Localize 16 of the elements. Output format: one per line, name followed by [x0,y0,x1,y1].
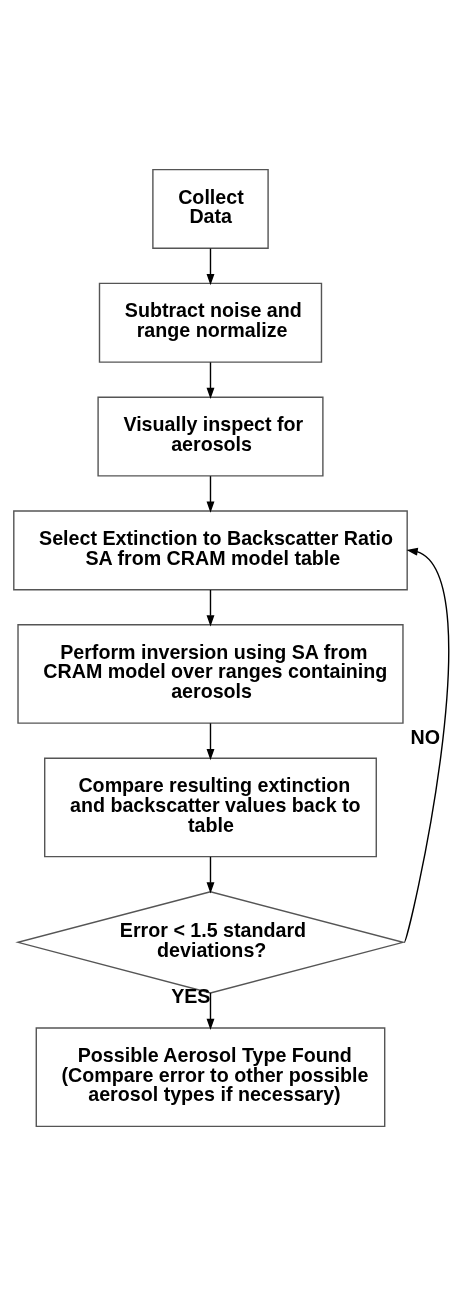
node-box: Visually inspect for aerosols [97,396,324,477]
node-box: Subtract noise and range normalize [98,282,323,363]
node-box: Perform inversion using SA from CRAM model over ranges containing aerosols [17,624,404,724]
node-box: Compare resulting extinction and backscatter values back to table [44,757,377,858]
arrow [206,361,215,399]
node-box: Possible Aerosol Type Found (Compare error to other possible aerosol types if necessary) [35,1027,386,1128]
node-box: Collect Data [152,168,269,249]
arrow [403,547,450,944]
node-box: Select Extinction to Backscatter Ratio SA from CRAM model table [13,510,408,591]
arrow [206,247,215,286]
arrow [206,992,215,1031]
edge-label: NO [410,725,441,748]
arrow [206,856,215,894]
arrow [206,475,215,513]
arrow [206,589,215,627]
arrow [206,722,215,761]
